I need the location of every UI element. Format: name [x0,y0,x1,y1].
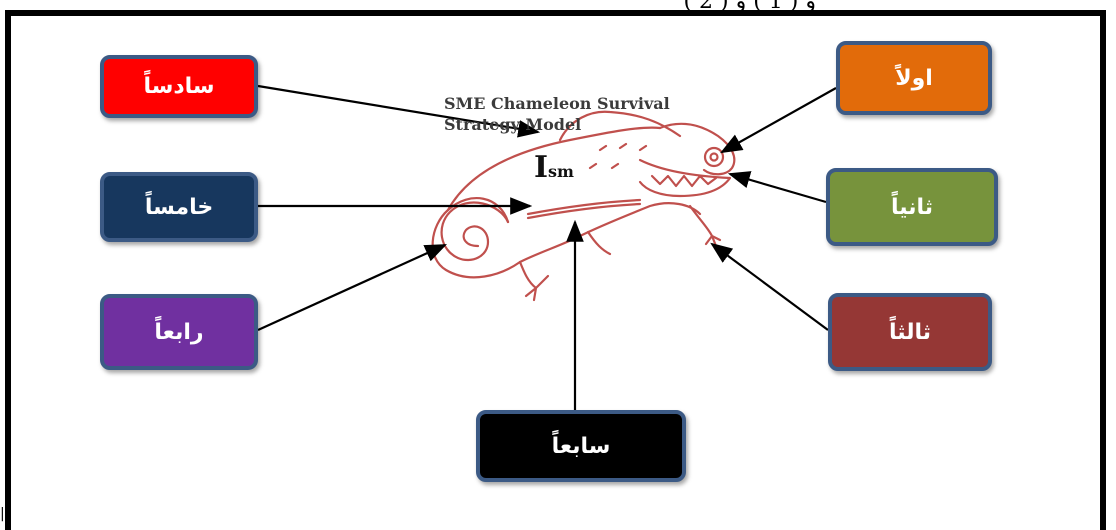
box-fourth-label: رابعاً [154,320,203,345]
box-third: ثالثاً [828,293,992,371]
diagram-title-line1: SME Chameleon Survival [444,94,670,113]
box-second: ثانياً [826,168,998,246]
model-index-label: Ism [534,150,574,185]
model-index-main: I [534,150,548,185]
arrow-second [730,174,826,202]
arrow-first [722,88,836,152]
box-second-label: ثانياً [891,195,933,220]
box-fifth: خامساً [100,172,258,242]
box-seventh: سابعاً [476,410,686,482]
arrows [258,86,836,410]
box-first: اولاً [836,41,992,115]
diagram-title-line2: Strategy Model [444,115,581,134]
box-fifth-label: خامساً [145,195,213,220]
box-fourth: رابعاً [100,294,258,370]
box-sixth-label: سادساً [143,74,214,99]
box-first-label: اولاً [895,66,933,91]
model-index-sub: sm [548,162,574,181]
box-sixth: سادساً [100,55,258,118]
box-third-label: ثالثاً [889,320,931,345]
arrow-third [712,244,828,330]
arrow-fourth [258,245,445,330]
box-seventh-label: سابعاً [552,434,611,459]
